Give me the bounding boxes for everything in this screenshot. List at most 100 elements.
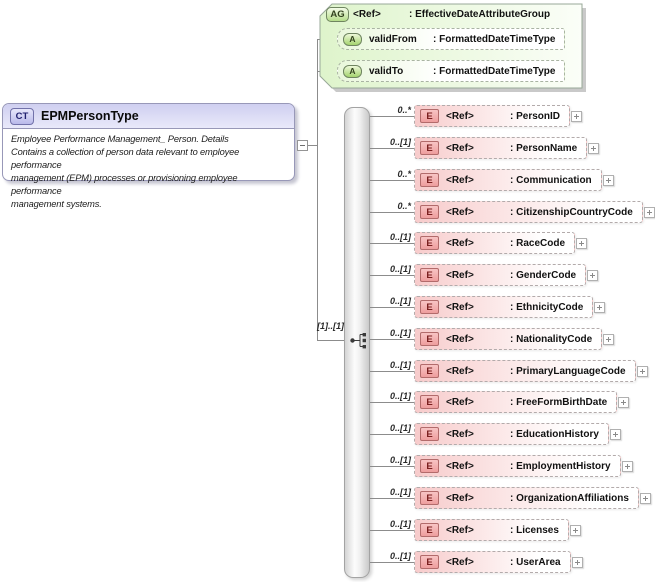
element-ref: <Ref> bbox=[446, 524, 474, 536]
element-row: 0..[1] E <Ref> : EducationHistory bbox=[370, 423, 621, 445]
element-ref: <Ref> bbox=[446, 396, 474, 408]
element-cardinality: 0..[1] bbox=[389, 137, 411, 147]
element-box[interactable]: E <Ref> : CitizenshipCountryCode bbox=[414, 201, 643, 223]
connector-line: 0..[1] bbox=[370, 423, 414, 445]
connector-line: 0..[1] bbox=[370, 328, 414, 350]
attribute-validto[interactable]: A validTo : FormattedDateTimeType bbox=[337, 60, 566, 82]
attribute-badge-icon: A bbox=[343, 64, 362, 78]
element-ref: <Ref> bbox=[446, 365, 474, 377]
expand-icon[interactable] bbox=[588, 142, 600, 154]
expand-icon[interactable] bbox=[602, 174, 614, 186]
expand-icon[interactable] bbox=[636, 365, 648, 377]
element-row: 0..* E <Ref> : Communication bbox=[370, 169, 614, 191]
element-ref: <Ref> bbox=[446, 460, 474, 472]
expand-icon[interactable] bbox=[603, 333, 615, 345]
element-box[interactable]: E <Ref> : Communication bbox=[414, 169, 602, 191]
expand-icon[interactable] bbox=[594, 301, 606, 313]
element-badge-icon: E bbox=[420, 173, 439, 187]
element-name: : RaceCode bbox=[510, 237, 566, 249]
element-cardinality: 0..[1] bbox=[389, 423, 411, 433]
expand-icon[interactable] bbox=[571, 110, 583, 122]
element-cardinality: 0..* bbox=[397, 201, 411, 211]
element-box[interactable]: E <Ref> : EducationHistory bbox=[414, 423, 609, 445]
connector-line: 0..[1] bbox=[370, 360, 414, 382]
element-ref: <Ref> bbox=[446, 556, 474, 568]
element-name: : GenderCode bbox=[510, 269, 577, 281]
element-cardinality: 0..[1] bbox=[389, 455, 411, 465]
element-name: : EducationHistory bbox=[510, 428, 599, 440]
expand-icon[interactable] bbox=[587, 269, 599, 281]
complex-type-description: Employee Performance Management_ Person.… bbox=[11, 134, 240, 209]
element-cardinality: 0..[1] bbox=[389, 551, 411, 561]
expand-icon[interactable] bbox=[576, 237, 588, 249]
attribute-group-ref: <Ref> bbox=[353, 9, 381, 20]
element-ref: <Ref> bbox=[446, 269, 474, 281]
element-badge-icon: E bbox=[420, 300, 439, 314]
expand-icon[interactable] bbox=[609, 428, 621, 440]
expand-icon[interactable] bbox=[571, 556, 583, 568]
connector-line: 0..[1] bbox=[370, 391, 414, 413]
element-cardinality: 0..[1] bbox=[389, 519, 411, 529]
element-box[interactable]: E <Ref> : EthnicityCode bbox=[414, 296, 594, 318]
element-badge-icon: E bbox=[420, 555, 439, 569]
expand-icon[interactable] bbox=[618, 396, 630, 408]
element-row: 0..[1] E <Ref> : Licenses bbox=[370, 519, 581, 541]
element-box[interactable]: E <Ref> : PersonName bbox=[414, 137, 588, 159]
expand-icon[interactable] bbox=[639, 492, 651, 504]
collapse-icon[interactable] bbox=[297, 140, 308, 151]
sequence-bar[interactable] bbox=[344, 107, 370, 578]
element-badge-icon: E bbox=[420, 205, 439, 219]
element-box[interactable]: E <Ref> : GenderCode bbox=[414, 264, 587, 286]
element-badge-icon: E bbox=[420, 332, 439, 346]
element-badge-icon: E bbox=[420, 364, 439, 378]
element-cardinality: 0..[1] bbox=[389, 264, 411, 274]
attribute-validfrom[interactable]: A validFrom : FormattedDateTimeType bbox=[337, 28, 566, 50]
element-cardinality: 0..* bbox=[397, 105, 411, 115]
element-box[interactable]: E <Ref> : OrganizationAffiliations bbox=[414, 487, 639, 509]
connector-line: 0..[1] bbox=[370, 232, 414, 254]
element-row: 0..[1] E <Ref> : PrimaryLanguageCode bbox=[370, 360, 648, 382]
attribute-group-title: <Ref> : EffectiveDateAttributeGroup bbox=[353, 9, 550, 20]
element-box[interactable]: E <Ref> : NationalityCode bbox=[414, 328, 603, 350]
element-name: : PersonID bbox=[510, 110, 561, 122]
element-ref: <Ref> bbox=[446, 142, 474, 154]
element-name: : EmploymentHistory bbox=[510, 460, 611, 472]
element-ref: <Ref> bbox=[446, 174, 474, 186]
element-box[interactable]: E <Ref> : UserArea bbox=[414, 551, 571, 573]
attribute-badge-icon: A bbox=[343, 32, 362, 46]
element-box[interactable]: E <Ref> : EmploymentHistory bbox=[414, 455, 621, 477]
element-box[interactable]: E <Ref> : RaceCode bbox=[414, 232, 576, 254]
element-cardinality: 0..* bbox=[397, 169, 411, 179]
connector-line bbox=[317, 340, 344, 341]
element-badge-icon: E bbox=[420, 523, 439, 537]
element-badge-icon: E bbox=[420, 109, 439, 123]
expand-icon[interactable] bbox=[569, 524, 581, 536]
element-ref: <Ref> bbox=[446, 492, 474, 504]
element-ref: <Ref> bbox=[446, 110, 474, 122]
attribute-group-name: : EffectiveDateAttributeGroup bbox=[409, 9, 551, 20]
element-name: : PrimaryLanguageCode bbox=[510, 365, 626, 377]
connector-line: 0..[1] bbox=[370, 137, 414, 159]
element-row: 0..* E <Ref> : PersonID bbox=[370, 105, 583, 127]
element-box[interactable]: E <Ref> : PersonID bbox=[414, 105, 571, 127]
element-box[interactable]: E <Ref> : Licenses bbox=[414, 519, 569, 541]
element-name: : Communication bbox=[510, 174, 592, 186]
connector-line bbox=[317, 39, 318, 341]
element-ref: <Ref> bbox=[446, 428, 474, 440]
element-box[interactable]: E <Ref> : PrimaryLanguageCode bbox=[414, 360, 636, 382]
expand-icon[interactable] bbox=[621, 460, 633, 472]
connector-line: 0..[1] bbox=[370, 264, 414, 286]
complex-type-title: EPMPersonType bbox=[41, 109, 139, 123]
element-cardinality: 0..[1] bbox=[389, 232, 411, 242]
element-ref: <Ref> bbox=[446, 206, 474, 218]
expand-icon[interactable] bbox=[643, 206, 655, 218]
element-badge-icon: E bbox=[420, 459, 439, 473]
element-box[interactable]: E <Ref> : FreeFormBirthDate bbox=[414, 391, 618, 413]
element-row: 0..* E <Ref> : CitizenshipCountryCode bbox=[370, 201, 655, 223]
element-cardinality: 0..[1] bbox=[389, 328, 411, 338]
element-row: 0..[1] E <Ref> : OrganizationAffiliation… bbox=[370, 487, 651, 509]
element-cardinality: 0..[1] bbox=[389, 360, 411, 370]
complex-type-box[interactable]: CT EPMPersonType Employee Performance Ma… bbox=[2, 103, 295, 209]
element-ref: <Ref> bbox=[446, 301, 474, 313]
